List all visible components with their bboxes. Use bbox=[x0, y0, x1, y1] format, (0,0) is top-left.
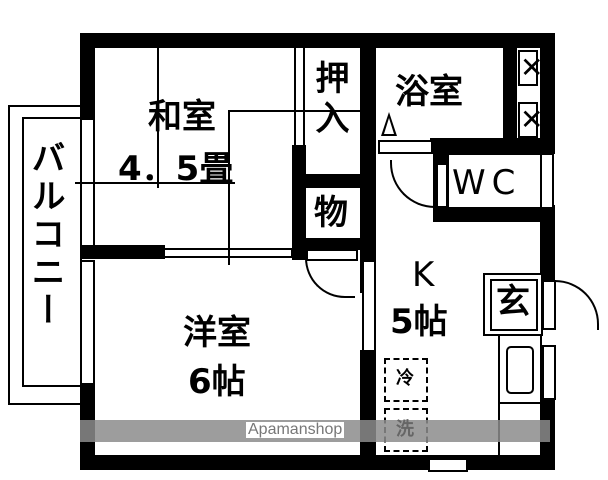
wall-washitsu-youshitsu bbox=[80, 245, 165, 259]
bath-vent-2 bbox=[518, 102, 538, 138]
youshitsu-size: 6帖 bbox=[188, 362, 246, 402]
fridge-label: 冷 bbox=[396, 368, 414, 389]
bath-vent-1 bbox=[518, 50, 538, 86]
oshiire-label: 押入 bbox=[309, 60, 349, 140]
sink-basin bbox=[506, 346, 534, 394]
closet-door-line bbox=[294, 48, 296, 178]
fridge-space bbox=[384, 358, 428, 402]
outer-wall-right-upper bbox=[540, 33, 555, 153]
wall-storage-bottom bbox=[292, 238, 376, 250]
kitchen-name: K bbox=[412, 255, 435, 295]
bath-vent-2-x: ✕ bbox=[520, 103, 544, 136]
bath-door[interactable] bbox=[378, 140, 433, 154]
outer-wall-bottom bbox=[80, 455, 555, 470]
wall-wc-bottom bbox=[433, 208, 555, 222]
bath-door-triangle-inner bbox=[384, 118, 394, 134]
washitsu-name: 和室 bbox=[148, 97, 216, 137]
washitsu-size: 4．5畳 bbox=[118, 149, 234, 189]
washer-label: 洗 bbox=[396, 419, 414, 440]
wc-label: WC bbox=[452, 163, 522, 203]
kitchen-size: 5帖 bbox=[390, 302, 448, 342]
entrance-door[interactable] bbox=[542, 280, 556, 330]
entrance-inner bbox=[490, 279, 538, 331]
kitchen-window bbox=[362, 260, 376, 352]
outer-wall-left-upper bbox=[80, 33, 95, 118]
bath-label: 浴室 bbox=[395, 72, 463, 112]
balcony-label: バルコニー bbox=[25, 140, 65, 330]
entrance-label: 玄 bbox=[496, 282, 530, 322]
outer-wall-right-mid bbox=[540, 205, 555, 280]
storage-door-swing[interactable] bbox=[305, 258, 355, 298]
wc-door-swing bbox=[390, 160, 435, 208]
youshitsu-name: 洋室 bbox=[183, 313, 251, 353]
wall-closet-right bbox=[360, 33, 376, 293]
balcony-window-lower bbox=[80, 260, 95, 385]
closet-door-line-2 bbox=[303, 48, 305, 178]
tatami-line-v2 bbox=[228, 110, 230, 265]
storage-label: 物 bbox=[314, 193, 348, 233]
right-window bbox=[542, 345, 556, 400]
wc-window bbox=[540, 153, 554, 209]
wall-bath-right bbox=[503, 33, 517, 143]
watermark-text: Apamanshop bbox=[246, 421, 345, 438]
tatami-line-h2 bbox=[75, 182, 235, 184]
bath-vent-1-x: ✕ bbox=[520, 51, 544, 84]
wall-closet-mid bbox=[292, 174, 376, 188]
wall-youshitsu-kitchen bbox=[360, 350, 376, 460]
outer-wall-top bbox=[80, 33, 555, 48]
wall-bath-bottom bbox=[430, 138, 555, 154]
tatami-line-v1 bbox=[157, 48, 159, 188]
bottom-vent bbox=[428, 458, 468, 472]
entrance-door-swing bbox=[555, 280, 599, 330]
